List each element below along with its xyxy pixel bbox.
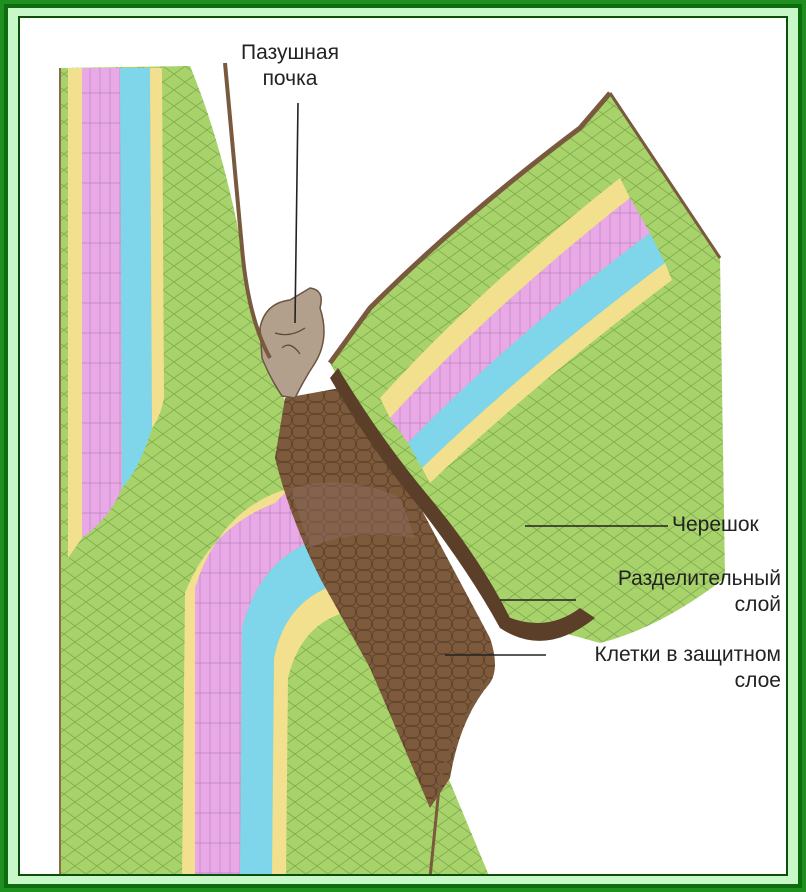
label-petiole-text: Черешок: [672, 513, 759, 536]
label-separation-line2: слой: [576, 592, 781, 618]
stem-cambium-outer: [68, 68, 82, 558]
label-separation-layer: Разделительный слой: [576, 566, 781, 618]
stem-cambium-upper: [150, 68, 164, 428]
label-petiole: Черешок: [672, 512, 759, 538]
label-bud-line1: Пазушная: [220, 40, 360, 66]
label-axillary-bud: Пазушная почка: [220, 40, 360, 92]
label-bud-line2: почка: [220, 66, 360, 92]
leaf-abscission-diagram: [20, 18, 788, 876]
label-separation-line1: Разделительный: [576, 566, 781, 592]
diagram-panel: Пазушная почка Черешок Разделительный сл…: [18, 16, 788, 876]
stem-xylem-upper: [120, 68, 152, 488]
leader-bud: [295, 103, 298, 323]
label-protective-line2: слое: [550, 668, 781, 694]
label-protective-cells: Клетки в защитном слое: [550, 642, 781, 694]
label-protective-line1: Клетки в защитном: [550, 642, 781, 668]
